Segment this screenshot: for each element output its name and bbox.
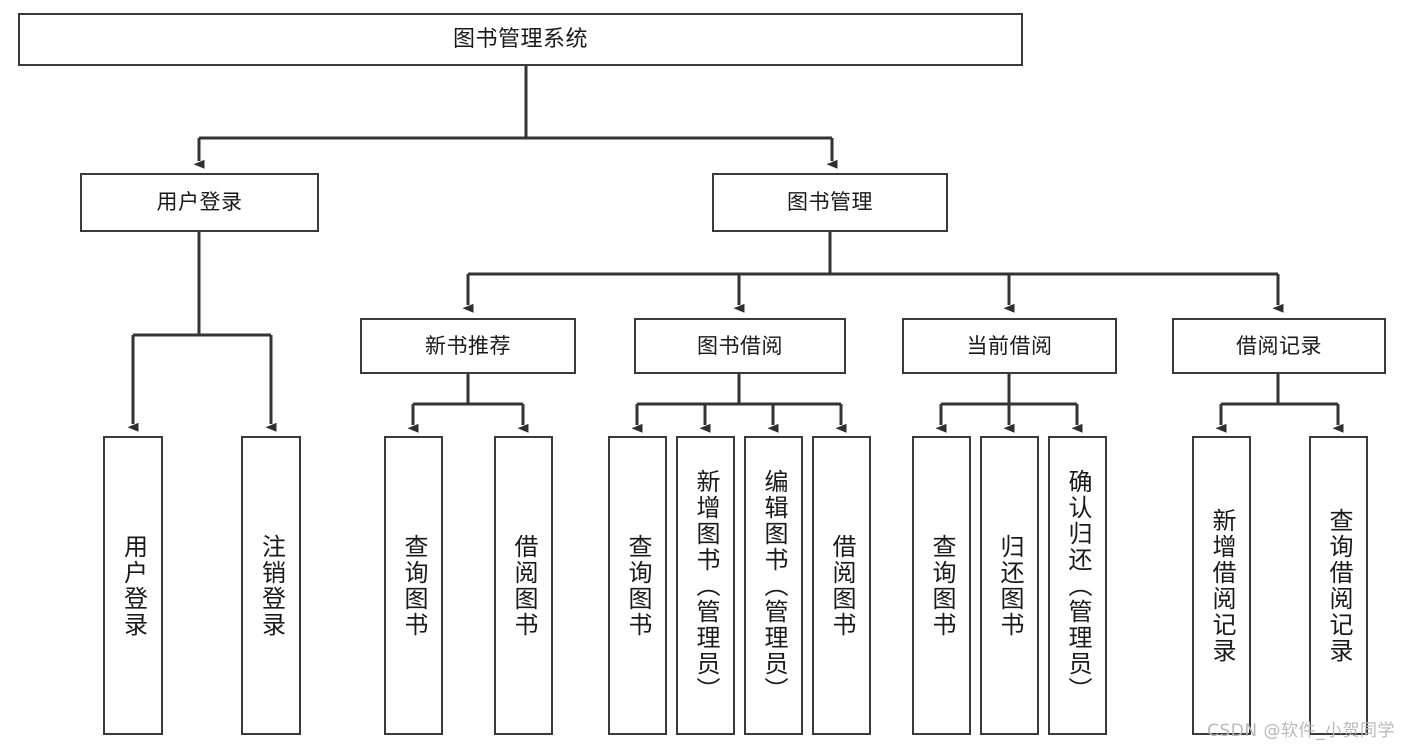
- node-leaf-borrow-book-2[interactable]: 借阅图书: [812, 436, 871, 735]
- node-book-management[interactable]: 图书管理: [712, 173, 948, 232]
- node-book-borrow-label: 图书借阅: [697, 333, 783, 358]
- node-leaf-add-book-label: 新增图书（管理员）: [691, 468, 720, 703]
- node-leaf-confirm-return-label: 确认归还（管理员）: [1063, 468, 1092, 703]
- node-user-login-label: 用户登录: [156, 190, 243, 215]
- node-leaf-logout-login[interactable]: 注销登录: [241, 436, 301, 735]
- node-leaf-query-book-3-label: 查询图书: [927, 533, 956, 638]
- node-leaf-query-book-2[interactable]: 查询图书: [608, 436, 667, 735]
- node-root-label: 图书管理系统: [452, 26, 588, 52]
- node-new-book-recommend[interactable]: 新书推荐: [360, 318, 576, 374]
- node-new-book-recommend-label: 新书推荐: [425, 333, 511, 358]
- node-user-login[interactable]: 用户登录: [80, 173, 319, 232]
- csdn-watermark: CSDN @软件_小贺同学: [1207, 721, 1395, 741]
- node-borrow-record-label: 借阅记录: [1236, 333, 1322, 358]
- node-root-book-management-system[interactable]: 图书管理系统: [18, 13, 1023, 66]
- node-book-management-label: 图书管理: [787, 190, 873, 215]
- node-leaf-return-book[interactable]: 归还图书: [980, 436, 1039, 735]
- node-leaf-query-book-3[interactable]: 查询图书: [912, 436, 971, 735]
- node-leaf-user-login[interactable]: 用户登录: [103, 436, 163, 735]
- node-leaf-query-book-1-label: 查询图书: [399, 533, 428, 638]
- node-current-borrow[interactable]: 当前借阅: [902, 318, 1117, 374]
- node-leaf-return-book-label: 归还图书: [995, 533, 1024, 638]
- node-leaf-edit-book[interactable]: 编辑图书（管理员）: [744, 436, 803, 735]
- node-leaf-confirm-return[interactable]: 确认归还（管理员）: [1048, 436, 1107, 735]
- node-book-borrow[interactable]: 图书借阅: [634, 318, 846, 374]
- node-leaf-borrow-book-1-label: 借阅图书: [509, 533, 538, 638]
- node-leaf-query-book-1[interactable]: 查询图书: [384, 436, 443, 735]
- node-leaf-user-login-label: 用户登录: [119, 533, 148, 638]
- node-leaf-edit-book-label: 编辑图书（管理员）: [759, 468, 788, 703]
- node-leaf-add-book[interactable]: 新增图书（管理员）: [676, 436, 735, 735]
- node-leaf-query-book-2-label: 查询图书: [623, 533, 652, 638]
- node-leaf-add-record-label: 新增借阅记录: [1207, 507, 1236, 664]
- node-leaf-add-record[interactable]: 新增借阅记录: [1192, 436, 1251, 735]
- node-current-borrow-label: 当前借阅: [966, 333, 1053, 358]
- node-leaf-query-record-label: 查询借阅记录: [1324, 507, 1353, 664]
- node-leaf-query-record[interactable]: 查询借阅记录: [1309, 436, 1368, 735]
- node-borrow-record[interactable]: 借阅记录: [1172, 318, 1386, 374]
- node-leaf-borrow-book-1[interactable]: 借阅图书: [494, 436, 553, 735]
- node-leaf-borrow-book-2-label: 借阅图书: [827, 533, 856, 638]
- node-leaf-logout-login-label: 注销登录: [257, 533, 286, 638]
